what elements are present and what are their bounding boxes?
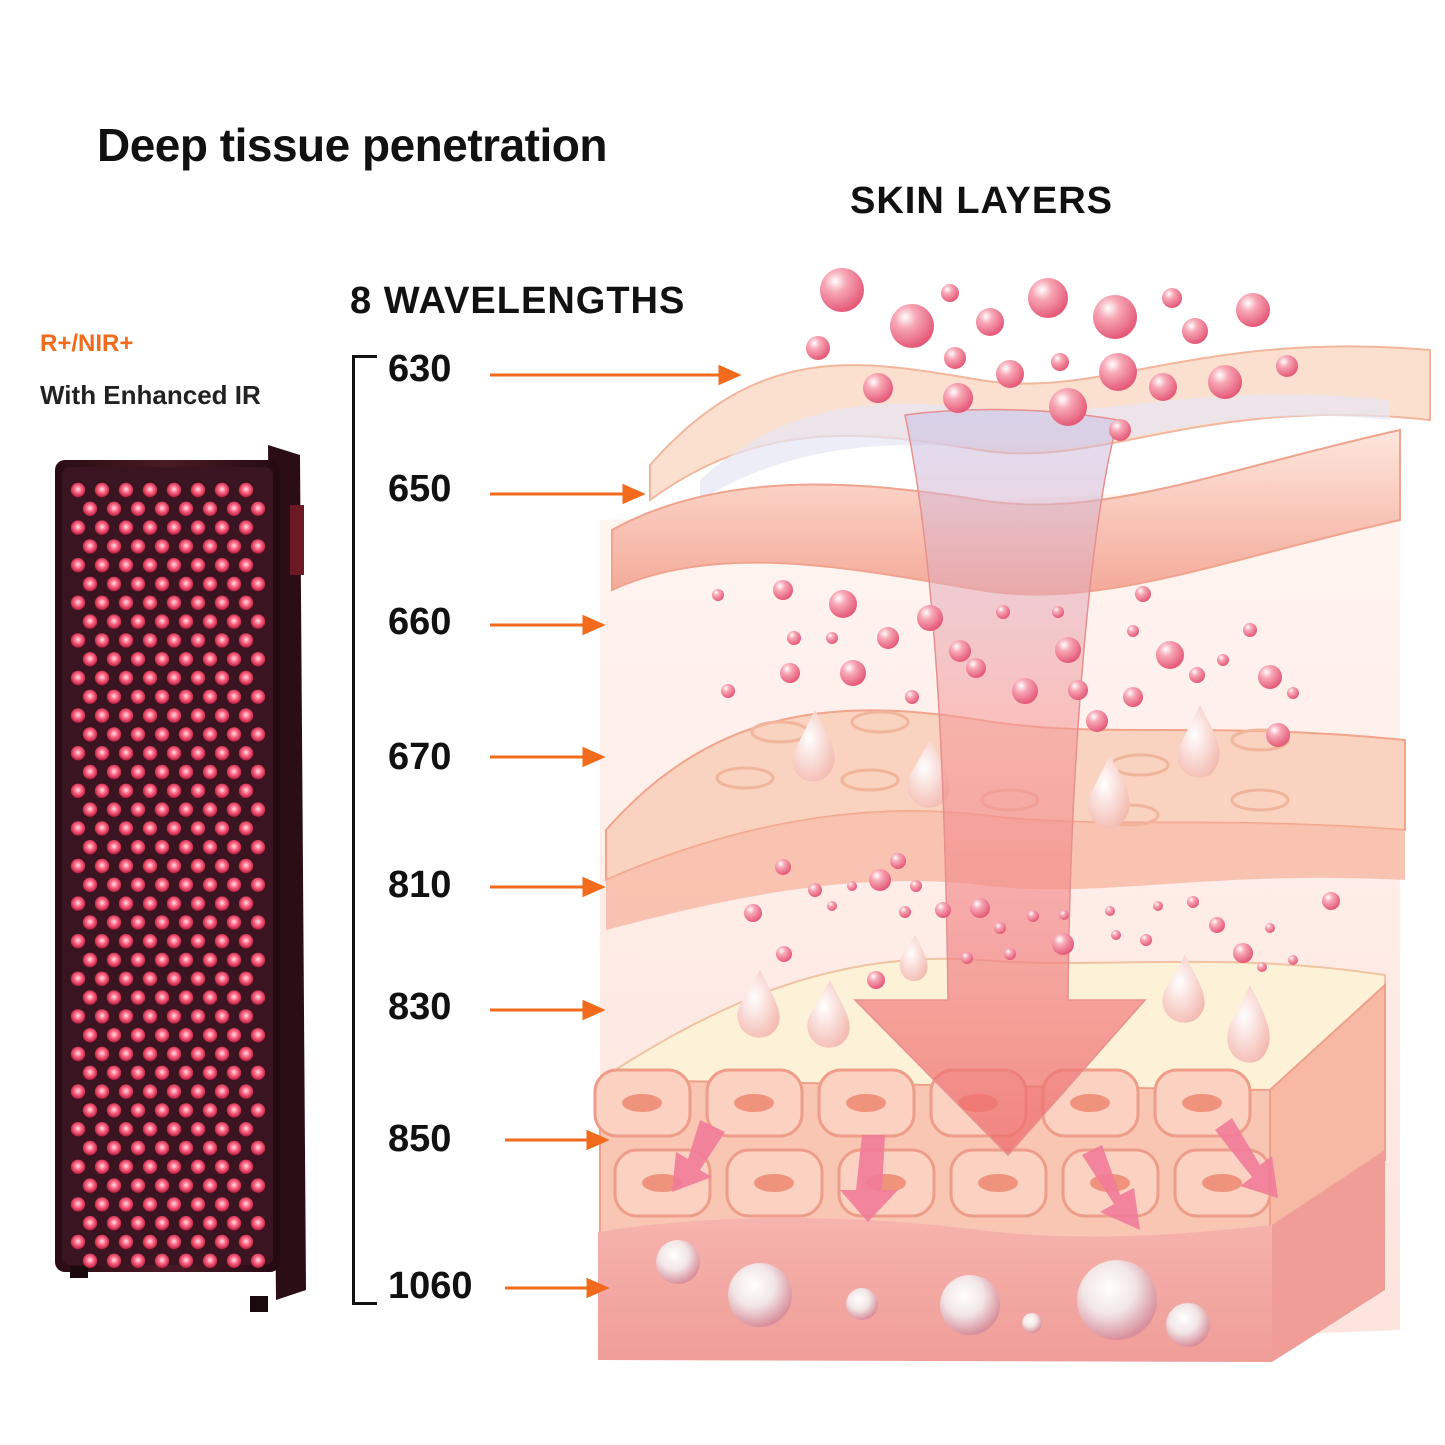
orange-arrow-icon [490, 876, 606, 898]
orange-arrow-icon [490, 614, 606, 636]
wavelength-label-650: 650 [388, 468, 452, 510]
orange-arrow-icon [490, 483, 646, 505]
led-grid [70, 482, 266, 1269]
orange-arrow-icon [490, 746, 606, 768]
enhanced-ir-subtitle: With Enhanced IR [40, 380, 261, 410]
wavelength-label-830: 830 [388, 986, 452, 1028]
orange-arrow-icon [505, 1277, 610, 1299]
skin-layers-heading: SKIN LAYERS [850, 180, 1113, 222]
wavelength-label-1060: 1060 [388, 1265, 473, 1307]
orange-arrow-icon [490, 364, 742, 386]
wavelength-bracket [352, 355, 377, 1305]
wavelength-label-670: 670 [388, 736, 452, 778]
wavelength-label-630: 630 [388, 348, 452, 390]
wavelength-label-810: 810 [388, 864, 452, 906]
wavelength-label-660: 660 [388, 601, 452, 643]
page-title: Deep tissue penetration [97, 119, 607, 171]
orange-arrow-icon [490, 999, 606, 1021]
wavelength-label-850: 850 [388, 1118, 452, 1160]
orange-arrow-icon [505, 1129, 610, 1151]
rnir-badge: R+/NIR+ [40, 330, 134, 357]
wavelengths-heading: 8 WAVELENGTHS [350, 280, 686, 322]
